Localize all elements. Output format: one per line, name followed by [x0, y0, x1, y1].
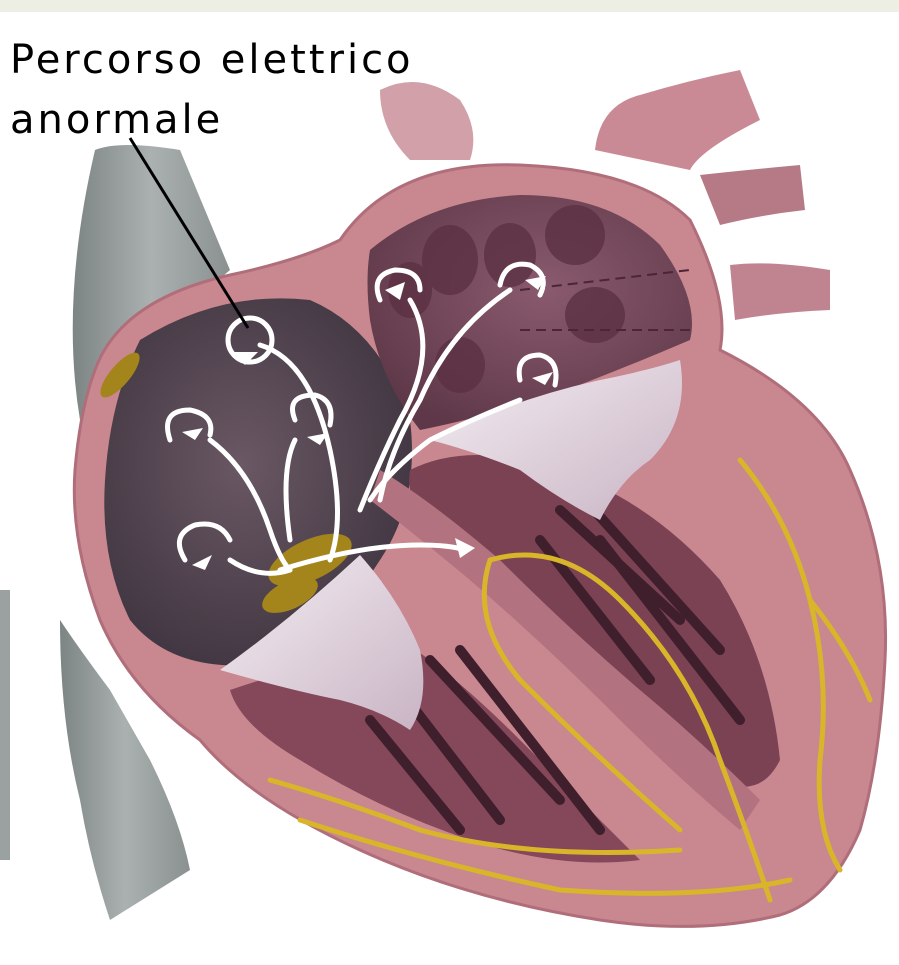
annotation-label: Percorso elettrico anormale	[10, 30, 414, 150]
